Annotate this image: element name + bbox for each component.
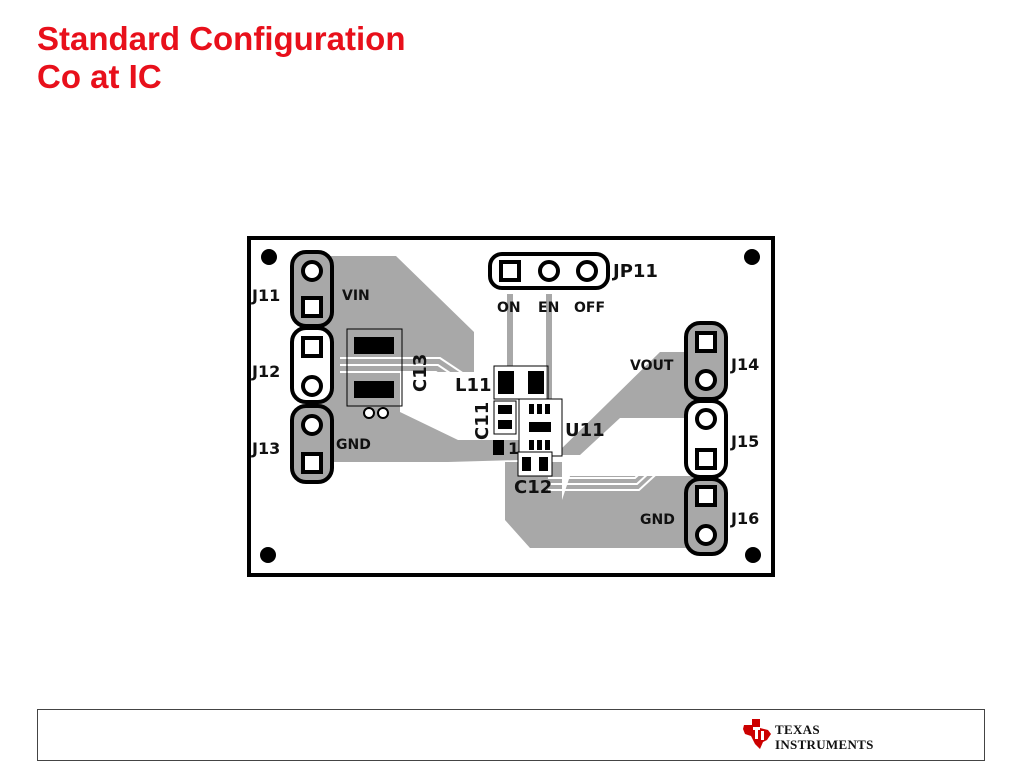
jp11-trace-on [507, 294, 513, 366]
connector-j16 [684, 477, 728, 556]
label-u11: U11 [565, 420, 605, 441]
label-gnd-left: GND [336, 437, 371, 453]
mounting-hole-top-right [744, 249, 760, 265]
texas-instruments-logo: TEXAS INSTRUMENTS [742, 718, 882, 754]
logo-word-instruments: INSTRUMENTS [775, 737, 874, 752]
mounting-hole-bottom-left [260, 547, 276, 563]
title-line-2: Co at IC [37, 58, 162, 95]
label-j13: J13 [251, 439, 280, 458]
mounting-hole-bottom-right [745, 547, 761, 563]
label-j15: J15 [730, 432, 759, 451]
slide-title: Standard Configuration Co at IC [37, 20, 405, 96]
label-pin1: 1 [508, 439, 519, 458]
label-vin: VIN [342, 288, 370, 304]
label-gnd-right: GND [640, 512, 675, 528]
label-c12: C12 [514, 477, 552, 498]
label-j14: J14 [730, 355, 759, 374]
label-j16: J16 [730, 509, 759, 528]
label-c11: C11 [472, 402, 493, 440]
footer-bar [37, 709, 985, 761]
connector-j12 [290, 326, 334, 404]
connector-j13 [290, 404, 334, 484]
ic-u11-footprint [493, 398, 563, 457]
connector-j11 [290, 250, 334, 328]
label-jumper-en: EN [538, 300, 559, 316]
title-line-1: Standard Configuration [37, 20, 406, 57]
vout-pour [555, 352, 718, 455]
capacitor-c12-footprint [517, 451, 553, 477]
mounting-holes [260, 249, 761, 563]
mounting-hole-top-left [261, 249, 277, 265]
capacitor-c13-footprint [346, 328, 403, 419]
label-j11: J11 [251, 286, 280, 305]
label-vout: VOUT [630, 358, 674, 374]
gnd-pour-left [308, 412, 520, 462]
label-jumper-off: OFF [574, 300, 605, 316]
connector-j15 [684, 399, 728, 479]
jp11-trace-en [546, 294, 552, 399]
logo-word-texas: TEXAS [775, 722, 820, 737]
signal-traces [340, 357, 700, 491]
connector-j14 [684, 321, 728, 401]
label-c13: C13 [410, 354, 431, 392]
texas-state-icon [743, 719, 771, 749]
capacitor-c11-footprint [493, 400, 517, 435]
label-l11: L11 [455, 375, 492, 396]
label-jumper-on: ON [497, 300, 521, 316]
label-j12: J12 [251, 362, 280, 381]
label-jp11: JP11 [611, 261, 658, 282]
jumper-jp11 [488, 252, 610, 290]
